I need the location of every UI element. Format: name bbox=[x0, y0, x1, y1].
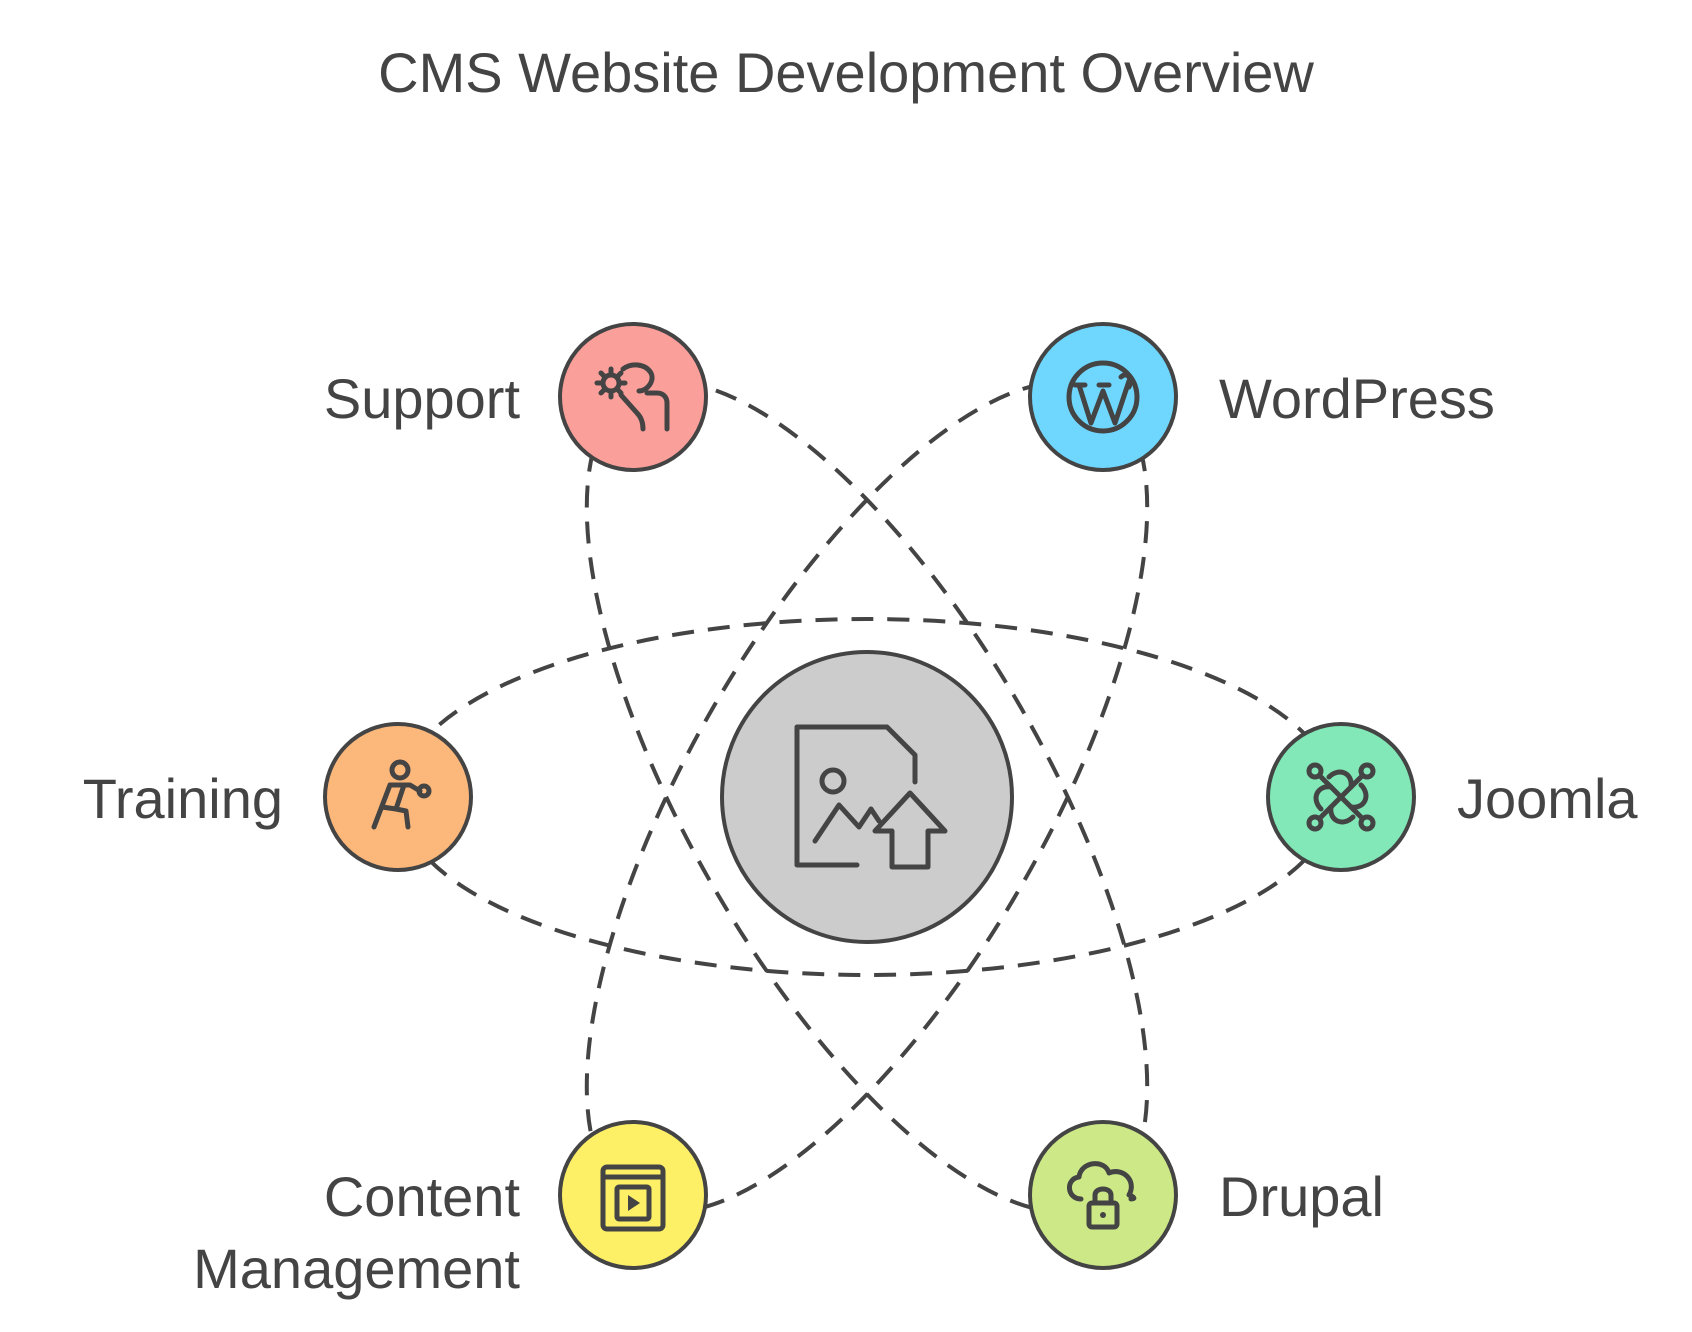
image-upload-icon bbox=[794, 724, 948, 870]
node-wordpress bbox=[1028, 322, 1178, 472]
label-line: Joomla bbox=[1457, 767, 1638, 830]
node-joomla bbox=[1266, 722, 1416, 872]
video-document-icon bbox=[600, 1164, 666, 1232]
center-circle bbox=[720, 650, 1014, 944]
label-line: Training bbox=[82, 767, 283, 830]
node-joomla-label: Joomla bbox=[1457, 763, 1638, 835]
node-content-management bbox=[558, 1120, 708, 1270]
label-line: WordPress bbox=[1219, 367, 1495, 430]
node-content-management-circle bbox=[558, 1120, 708, 1270]
label-line: Support bbox=[323, 367, 520, 430]
person-training-icon bbox=[371, 759, 432, 830]
label-line: Management bbox=[193, 1237, 520, 1300]
node-drupal-label: Drupal bbox=[1219, 1161, 1384, 1233]
node-content-management-label: Content Management bbox=[193, 1161, 520, 1305]
diagram-title: CMS Website Development Overview bbox=[378, 41, 1314, 104]
label-line: Content bbox=[323, 1165, 520, 1228]
node-support-label: Support bbox=[324, 363, 520, 435]
label-line: Drupal bbox=[1219, 1165, 1384, 1228]
node-training-label: Training bbox=[83, 763, 283, 835]
node-support bbox=[558, 322, 708, 472]
node-wordpress-label: WordPress bbox=[1219, 363, 1495, 435]
node-support-circle bbox=[558, 322, 708, 472]
node-drupal-circle bbox=[1028, 1120, 1178, 1270]
joomla-logo-icon bbox=[1306, 762, 1376, 832]
node-drupal bbox=[1028, 1120, 1178, 1270]
center-node bbox=[720, 650, 1014, 944]
hand-gear-icon bbox=[594, 362, 670, 432]
wordpress-logo-icon bbox=[1066, 360, 1140, 434]
node-training bbox=[323, 722, 473, 872]
cloud-lock-icon bbox=[1067, 1161, 1137, 1230]
